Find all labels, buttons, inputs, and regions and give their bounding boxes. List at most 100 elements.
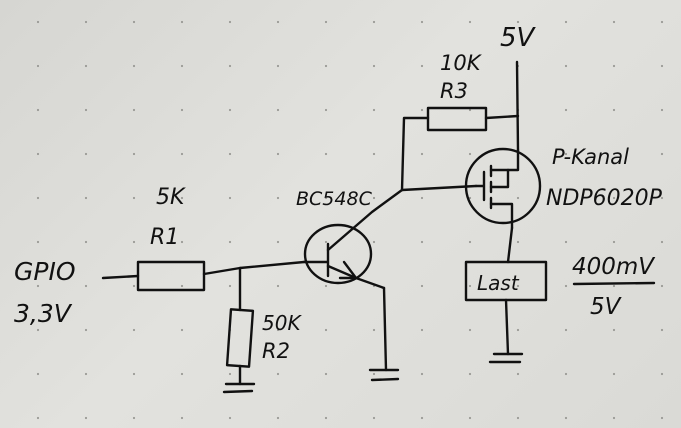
fet-type-label: P-Kanal (552, 145, 629, 169)
grid-dot (564, 20, 568, 24)
grid-dot (228, 284, 232, 288)
grid-dot (468, 372, 472, 376)
grid-dot (420, 416, 424, 420)
grid-dot (420, 284, 424, 288)
load-top-wire (506, 226, 514, 264)
grid-dot (372, 20, 376, 24)
grid-dot (276, 108, 280, 112)
grid-dot (180, 372, 184, 376)
grid-dot (612, 372, 616, 376)
mosfet-body (464, 147, 542, 225)
mosfet-drain (489, 202, 514, 230)
grid-dot (36, 372, 40, 376)
grid-dot (420, 64, 424, 68)
grid-dot (228, 372, 232, 376)
grid-dot (468, 240, 472, 244)
grid-dot (324, 240, 328, 244)
grid-dot (84, 108, 88, 112)
transistor-label: BC548C (296, 188, 373, 210)
grid-dot (468, 328, 472, 332)
grid-dot (276, 372, 280, 376)
grid-dot (564, 240, 568, 244)
grid-dot (276, 196, 280, 200)
grid-dot (84, 416, 88, 420)
grid-dot (516, 196, 520, 200)
input-voltage-label: 3,3V (14, 299, 73, 328)
emitter-ground-symbol (368, 368, 400, 382)
grid-dot (660, 64, 664, 68)
gpio-wire (101, 274, 140, 280)
grid-dot (420, 196, 424, 200)
grid-dot (180, 328, 184, 332)
grid-dot (660, 196, 664, 200)
grid-dot (276, 20, 280, 24)
r3-value-label: 10K (440, 51, 483, 75)
grid-dot (228, 20, 232, 24)
mosfet-gate (474, 170, 486, 202)
gate-node-wire (400, 184, 478, 192)
grid-dot (420, 152, 424, 156)
grid-dot (564, 108, 568, 112)
grid-dot (36, 284, 40, 288)
grid-dot (612, 196, 616, 200)
grid-dot (564, 328, 568, 332)
grid-dot (564, 284, 568, 288)
grid-dot (468, 108, 472, 112)
grid-dot (180, 240, 184, 244)
grid-dot (180, 64, 184, 68)
grid-dot (420, 20, 424, 24)
load-ground-symbol (488, 352, 524, 364)
grid-dot (420, 328, 424, 332)
grid-dot (132, 240, 136, 244)
grid-dot (468, 416, 472, 420)
grid-dot (132, 416, 136, 420)
grid-dot (84, 328, 88, 332)
grid-dot (324, 416, 328, 420)
grid-dot (612, 328, 616, 332)
grid-dot (132, 284, 136, 288)
grid-dot (612, 108, 616, 112)
grid-dot (276, 152, 280, 156)
grid-dot (324, 284, 328, 288)
grid-dot (372, 372, 376, 376)
load-power-label: 400mV (572, 254, 656, 280)
grid-dot (36, 20, 40, 24)
grid-dot (180, 416, 184, 420)
emitter-arrow (338, 260, 358, 280)
grid-dot (132, 372, 136, 376)
grid-dot (660, 372, 664, 376)
grid-dot (660, 328, 664, 332)
grid-dot (564, 64, 568, 68)
grid-dot (468, 284, 472, 288)
grid-dot (516, 328, 520, 332)
grid-dot (324, 196, 328, 200)
r2-value-label: 50K (262, 311, 302, 335)
transistor-base (302, 242, 330, 278)
supply-label: 5V (500, 23, 537, 53)
load-label: Last (477, 271, 520, 295)
grid-dot (36, 328, 40, 332)
grid-dot (276, 416, 280, 420)
r1-to-base-wire (202, 260, 306, 276)
grid-dot (468, 64, 472, 68)
grid-dot (660, 20, 664, 24)
grid-dot (84, 240, 88, 244)
load-voltage-label: 5V (590, 294, 623, 320)
grid-dot (324, 328, 328, 332)
grid-dot (84, 64, 88, 68)
supply-rail (515, 60, 520, 152)
grid-dot (324, 372, 328, 376)
grid-dot (228, 196, 232, 200)
grid-dot (516, 20, 520, 24)
mosfet-source (489, 148, 520, 172)
grid-dot (660, 152, 664, 156)
grid-dot (180, 284, 184, 288)
grid-dot (468, 20, 472, 24)
grid-dot (36, 196, 40, 200)
grid-dot (612, 20, 616, 24)
r3-name-label: R3 (440, 79, 468, 103)
grid-dot (372, 108, 376, 112)
grid-dot (660, 416, 664, 420)
grid-dot (276, 284, 280, 288)
